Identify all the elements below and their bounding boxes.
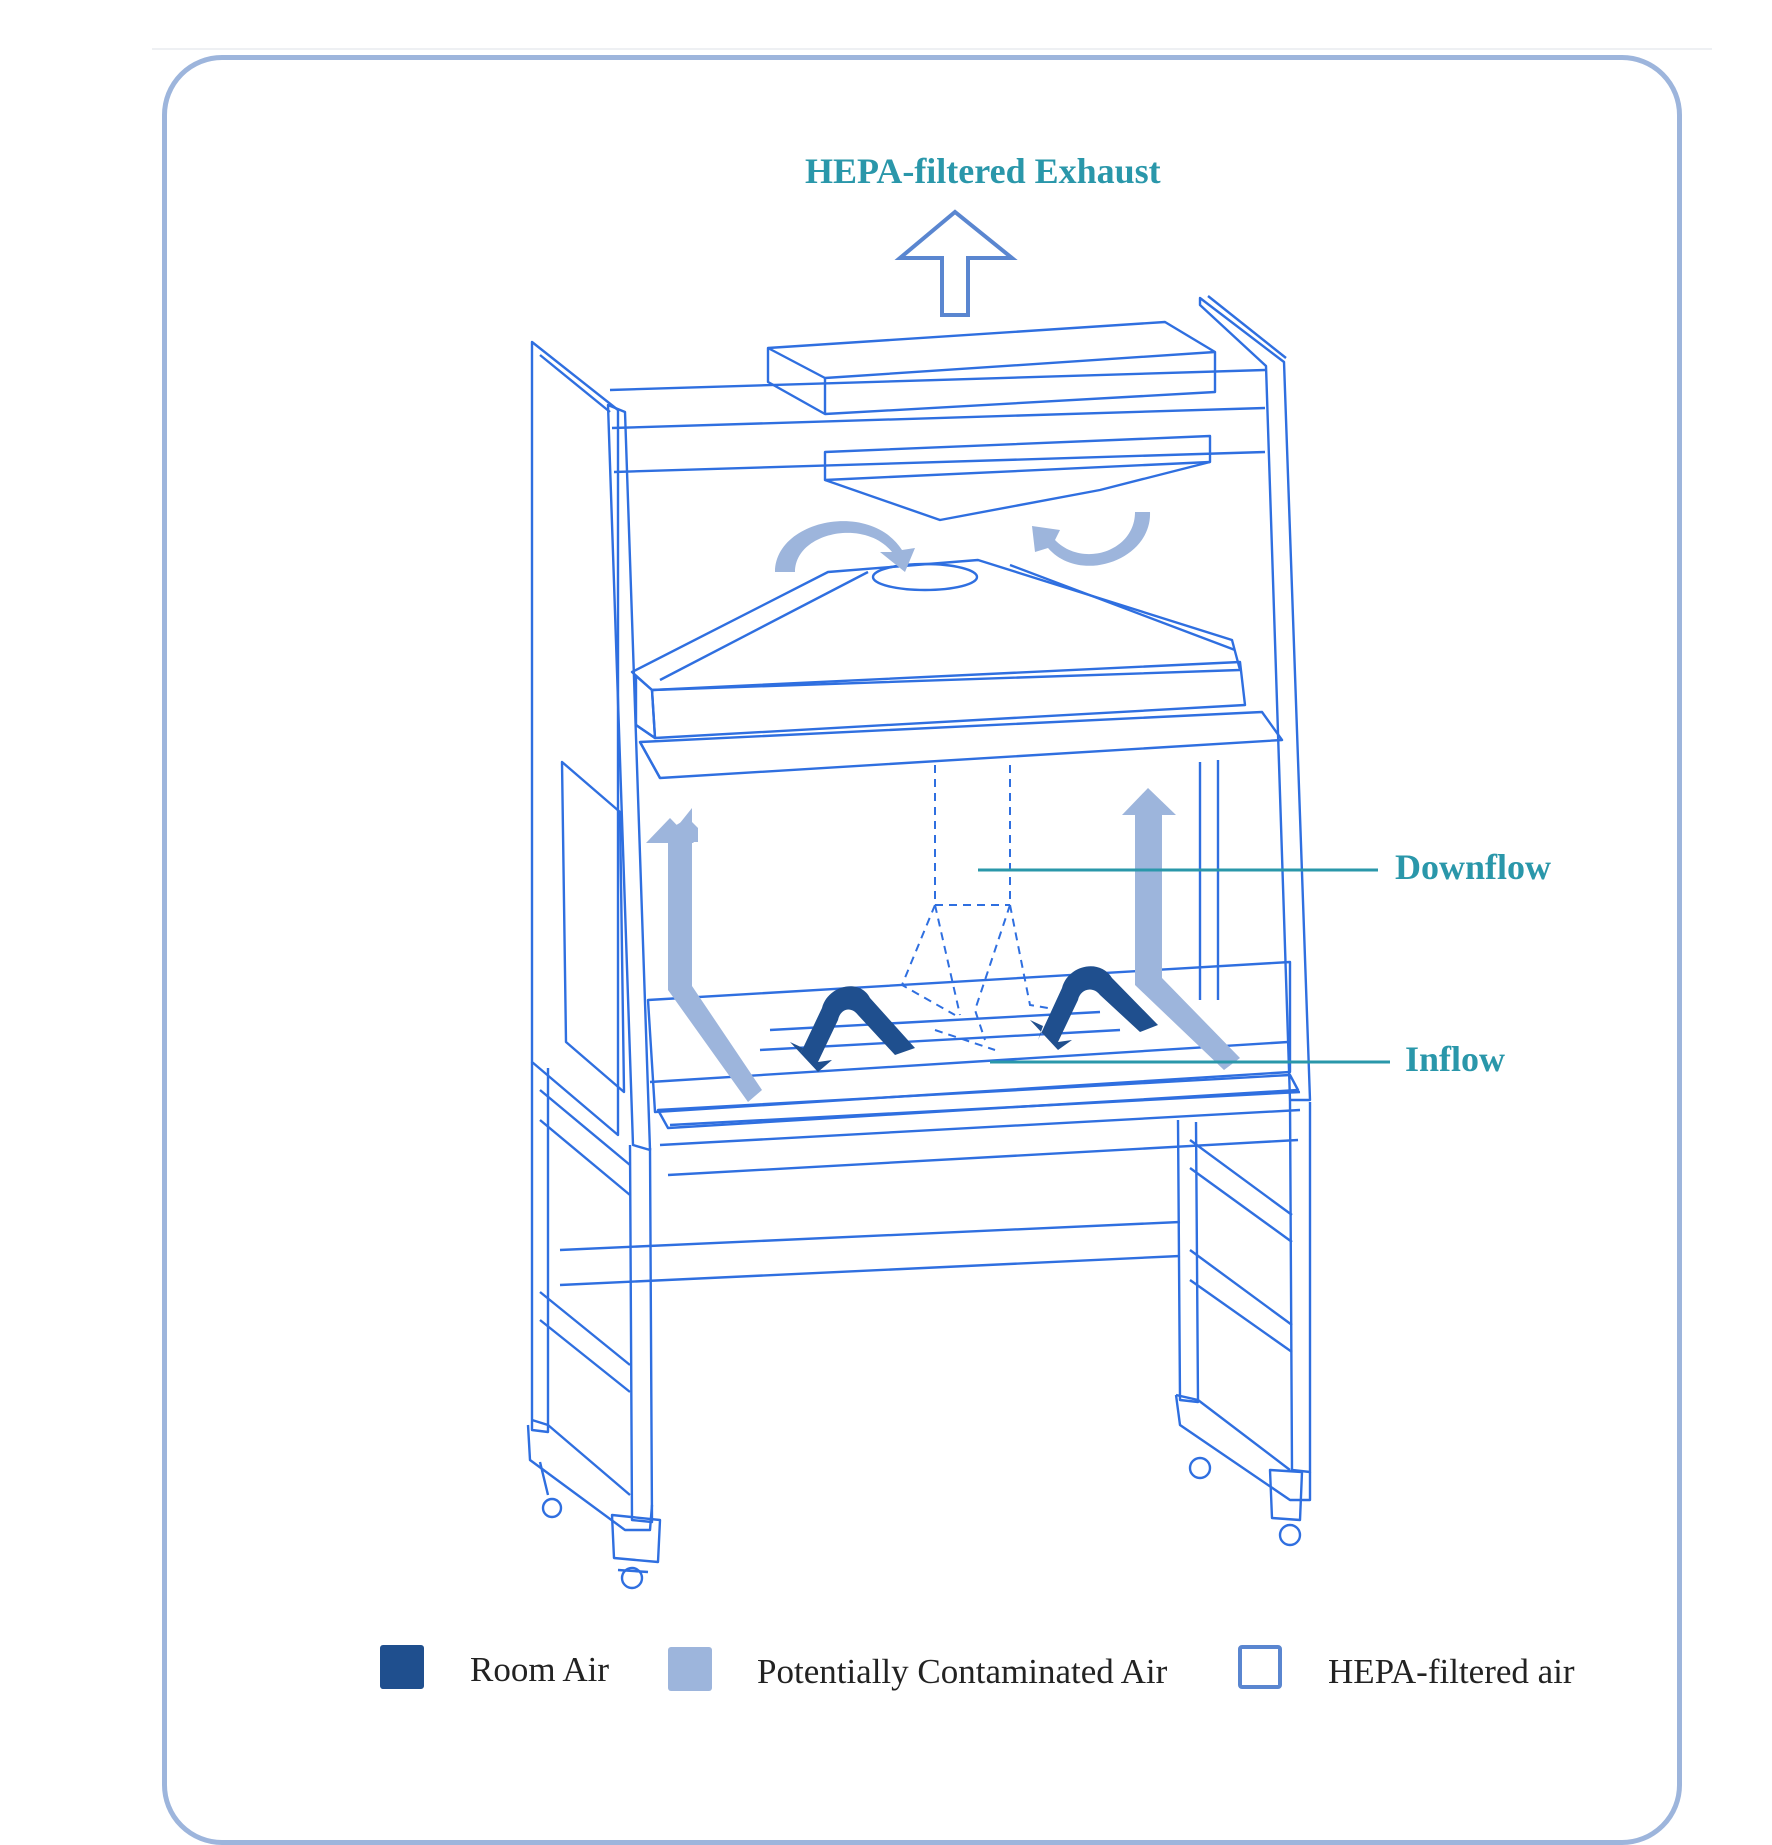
contaminated-air-arrows (646, 512, 1240, 1102)
exhaust-label: HEPA-filtered Exhaust (805, 151, 1161, 191)
legend-label-hepa-filtered-air: HEPA-filtered air (1328, 1652, 1575, 1691)
biosafety-cabinet-diagram (526, 209, 1390, 1590)
legend-label-room-air: Room Air (470, 1650, 610, 1689)
cabinet-outline (526, 295, 1312, 1590)
legend-swatch-room-air (380, 1645, 424, 1689)
inflow-label: Inflow (1405, 1039, 1506, 1079)
top-divider (152, 48, 1712, 50)
leader-lines (978, 868, 1390, 1064)
legend-swatch-contaminated-air (668, 1647, 712, 1691)
exhaust-arrow (894, 209, 1018, 317)
room-air-arrows (790, 966, 1158, 1072)
downflow-stream (900, 765, 1061, 1051)
downflow-label: Downflow (1395, 847, 1552, 887)
legend-label-contaminated-air: Potentially Contaminated Air (757, 1652, 1168, 1691)
legend-swatch-hepa-filtered-air (1238, 1645, 1282, 1689)
